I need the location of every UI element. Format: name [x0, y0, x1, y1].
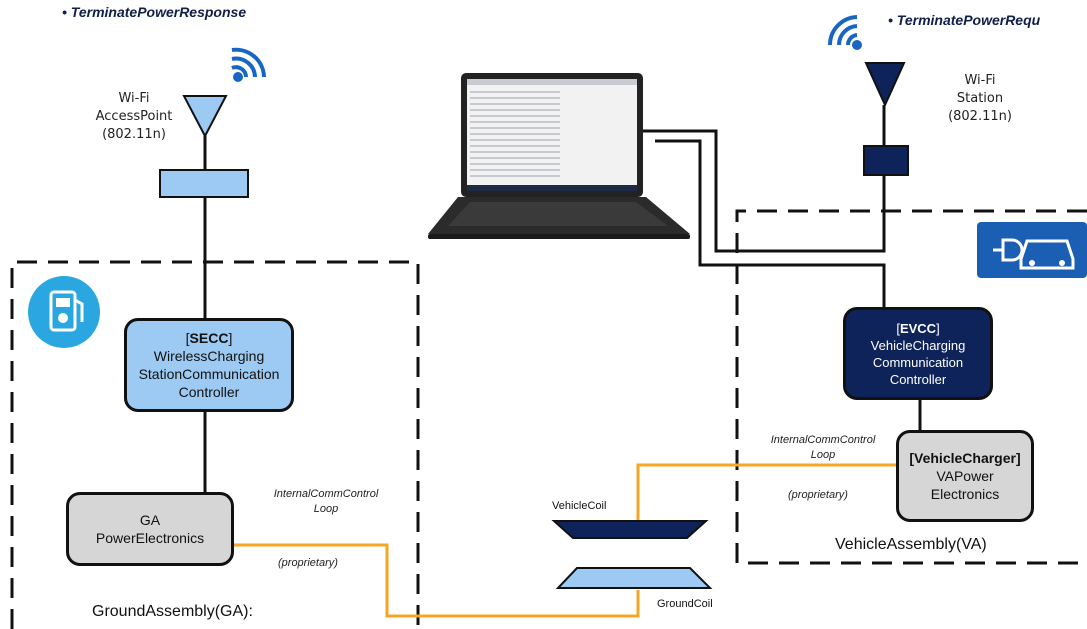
evcc-node: [EVCC] VehicleCharging Communication Con…	[843, 307, 993, 400]
laptop-to-evcc-wire	[655, 139, 886, 307]
evcc-tag: [EVCC]	[896, 320, 940, 336]
bullet-left-text: TerminatePowerResponse	[70, 4, 247, 20]
access-point-box	[159, 169, 249, 198]
va-pe-line1: VAPower	[936, 468, 994, 484]
wifi-station-label: Wi-Fi Station (802.11n)	[940, 72, 1020, 126]
ground-coil-icon	[555, 567, 713, 589]
laptop-icon	[428, 73, 690, 239]
vehicle-coil-label: VehicleCoil	[552, 500, 607, 512]
wifi-station-line1: Wi-Fi	[964, 73, 996, 88]
bullet-right: • TerminatePowerRequ	[888, 12, 1041, 28]
loop-right-line2: Loop	[810, 449, 836, 461]
antenna-icon	[182, 95, 228, 139]
loop-left-proprietary: (proprietary)	[278, 557, 338, 569]
secc-node: [SECC] WirelessCharging StationCommunica…	[124, 318, 294, 412]
ground-assembly-label: GroundAssembly(GA):	[92, 603, 253, 620]
secc-line1: WirelessCharging	[153, 348, 265, 364]
evcc-line2: Communication	[872, 354, 964, 370]
loop-right-line1: InternalCommControl	[770, 434, 876, 446]
ev-charging-sign-icon	[977, 222, 1087, 278]
vehicle-assembly-label: VehicleAssembly(VA)	[835, 536, 987, 553]
wifi-ap-line3: (802.11n)	[102, 127, 166, 142]
va-pe-tag: [VehicleCharger]	[909, 450, 1021, 466]
wifi-ap-line1: Wi-Fi	[118, 91, 150, 106]
loop-left-label: InternalCommControl Loop	[256, 487, 396, 517]
evcc-line1: VehicleCharging	[870, 337, 966, 353]
wifi-ap-label: Wi-Fi AccessPoint (802.11n)	[92, 90, 176, 144]
bullet-left: • TerminatePowerResponse	[62, 4, 247, 20]
vehicle-coil-icon	[551, 520, 709, 539]
wifi-ap-line2: AccessPoint	[95, 109, 173, 124]
evcc-line3: Controller	[889, 371, 947, 387]
loop-left-line1: InternalCommControl	[273, 488, 379, 500]
station-to-laptop-wire	[640, 129, 886, 253]
antenna-icon	[864, 62, 906, 108]
wifi-icon	[231, 47, 266, 82]
ga-loop-wire	[234, 543, 640, 618]
ga-pe-line2: PowerElectronics	[95, 530, 205, 546]
bullet-right-text: TerminatePowerRequ	[896, 12, 1041, 28]
loop-right-label: InternalCommControl Loop	[753, 433, 893, 463]
loop-left-line2: Loop	[313, 503, 339, 515]
va-boundary	[735, 209, 1087, 565]
wifi-station-line3: (802.11n)	[948, 109, 1012, 124]
station-box	[863, 145, 909, 176]
wifi-station-line2: Station	[956, 91, 1004, 106]
loop-right-proprietary: (proprietary)	[788, 489, 848, 501]
ga-power-electronics-node: GA PowerElectronics	[66, 492, 234, 566]
charging-station-icon	[28, 276, 100, 348]
ga-pe-line1: GA	[139, 512, 161, 528]
secc-tag: [SECC]	[185, 330, 233, 346]
va-power-electronics-node: [VehicleCharger] VAPower Electronics	[896, 430, 1034, 522]
wifi-icon	[828, 15, 862, 50]
ga-boundary	[10, 260, 420, 629]
va-pe-line2: Electronics	[930, 486, 1000, 502]
ground-coil-label: GroundCoil	[657, 598, 713, 610]
secc-line2: StationCommunication	[138, 366, 280, 382]
secc-line3: Controller	[178, 384, 240, 400]
va-loop-wire	[636, 463, 896, 521]
